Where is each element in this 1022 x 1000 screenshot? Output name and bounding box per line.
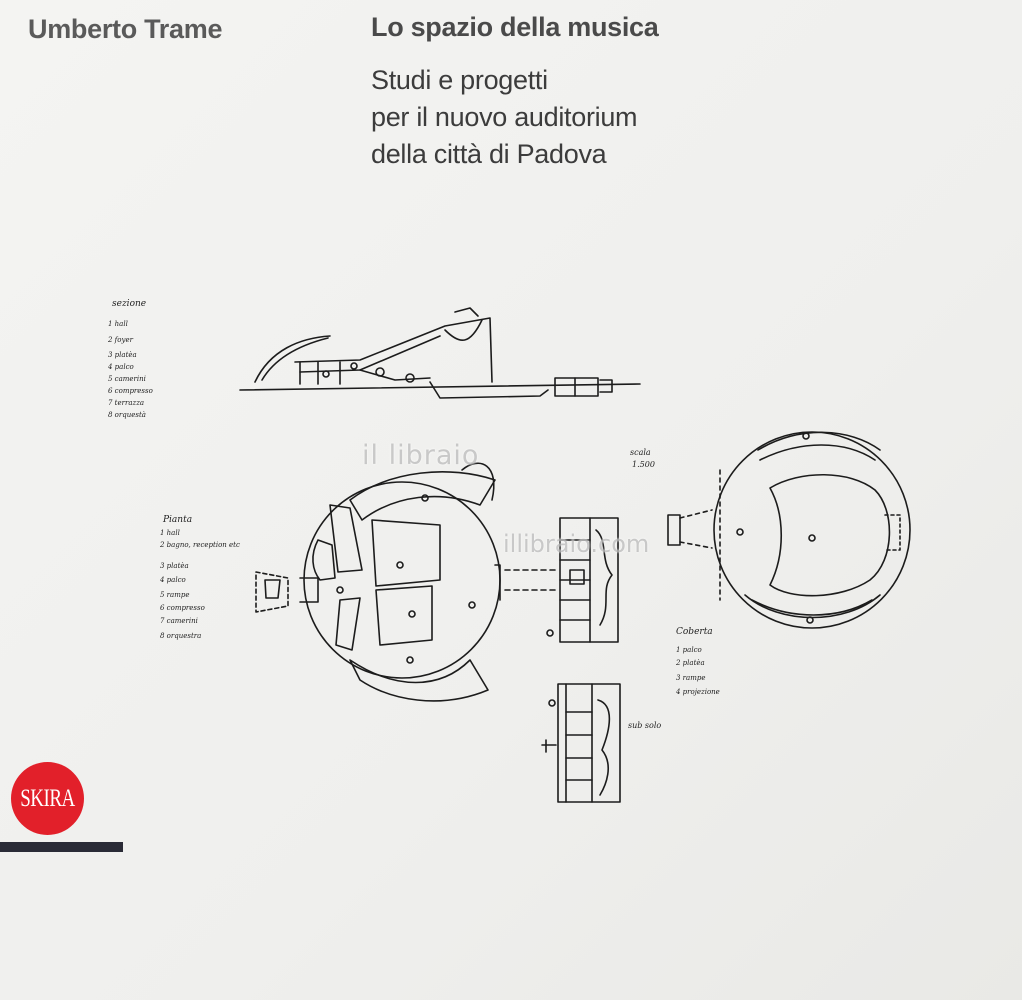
plan-legend: Pianta 1 hall 2 bagno, reception etc 3 p… (159, 515, 240, 640)
roof-legend-item: 3 rampe (676, 674, 705, 682)
publisher-name: SKIRA (20, 783, 75, 812)
plan-legend-item: 6 compresso (160, 604, 205, 612)
section-legend-item: 3 platèa (108, 351, 137, 359)
lower-plan-strip (541, 683, 621, 803)
roof-legend-item: 2 platèa (675, 659, 705, 667)
plan-legend-item: 3 platèa (160, 562, 189, 570)
author-name: Umberto Trame (28, 14, 223, 44)
section-legend-item: 7 terrazza (108, 399, 144, 407)
plan-legend-item: 5 rampe (160, 591, 189, 599)
scale-label: scala (630, 448, 651, 457)
plan-legend-item: 2 bagno, reception etc (159, 541, 240, 549)
book-title: Lo spazio della musica (371, 12, 659, 42)
roof-drawing (667, 431, 911, 629)
scale-value: 1.500 (632, 460, 655, 469)
plan-legend-item: 7 camerini (160, 617, 198, 625)
roof-legend-item: 4 projezione (675, 688, 720, 696)
section-legend-item: 4 palco (107, 363, 134, 371)
watermark-text: il libraio (362, 440, 480, 471)
book-subtitle: Studi e progetti per il nuovo auditorium… (371, 62, 638, 173)
plan-legend-item: 8 orquestra (160, 632, 201, 640)
middle-plan-strip (546, 517, 619, 643)
section-legend-heading: sezione (112, 299, 146, 309)
watermark-url: illibraio.com (503, 530, 650, 558)
plan-drawing (255, 462, 556, 702)
section-legend-item: 1 hall (108, 320, 128, 328)
sub-floor-label: sub solo (628, 721, 661, 730)
roof-legend-item: 1 palco (676, 646, 702, 654)
plan-legend-item: 1 hall (160, 529, 180, 537)
roof-legend-heading: Coberta (676, 627, 713, 637)
section-legend: sezione 1 hall 2 foyer 3 platèa 4 palco … (107, 299, 153, 419)
section-drawing (239, 307, 641, 399)
subtitle-line: Studi e progetti (371, 65, 548, 95)
section-legend-item: 8 orquestà (108, 411, 146, 419)
decorative-bar (0, 842, 123, 852)
plan-legend-heading: Pianta (162, 515, 192, 525)
plan-legend-item: 4 palco (159, 576, 186, 584)
roof-legend: Coberta 1 palco 2 platèa 3 rampe 4 proje… (675, 627, 720, 696)
subtitle-line: della città di Padova (371, 139, 607, 169)
subtitle-line: per il nuovo auditorium (371, 102, 638, 132)
scale-note: scala 1.500 (630, 448, 655, 469)
section-legend-item: 6 compresso (108, 387, 153, 395)
section-legend-item: 5 camerini (108, 375, 146, 383)
section-legend-item: 2 foyer (107, 336, 134, 344)
publisher-logo: SKIRA (11, 762, 84, 835)
